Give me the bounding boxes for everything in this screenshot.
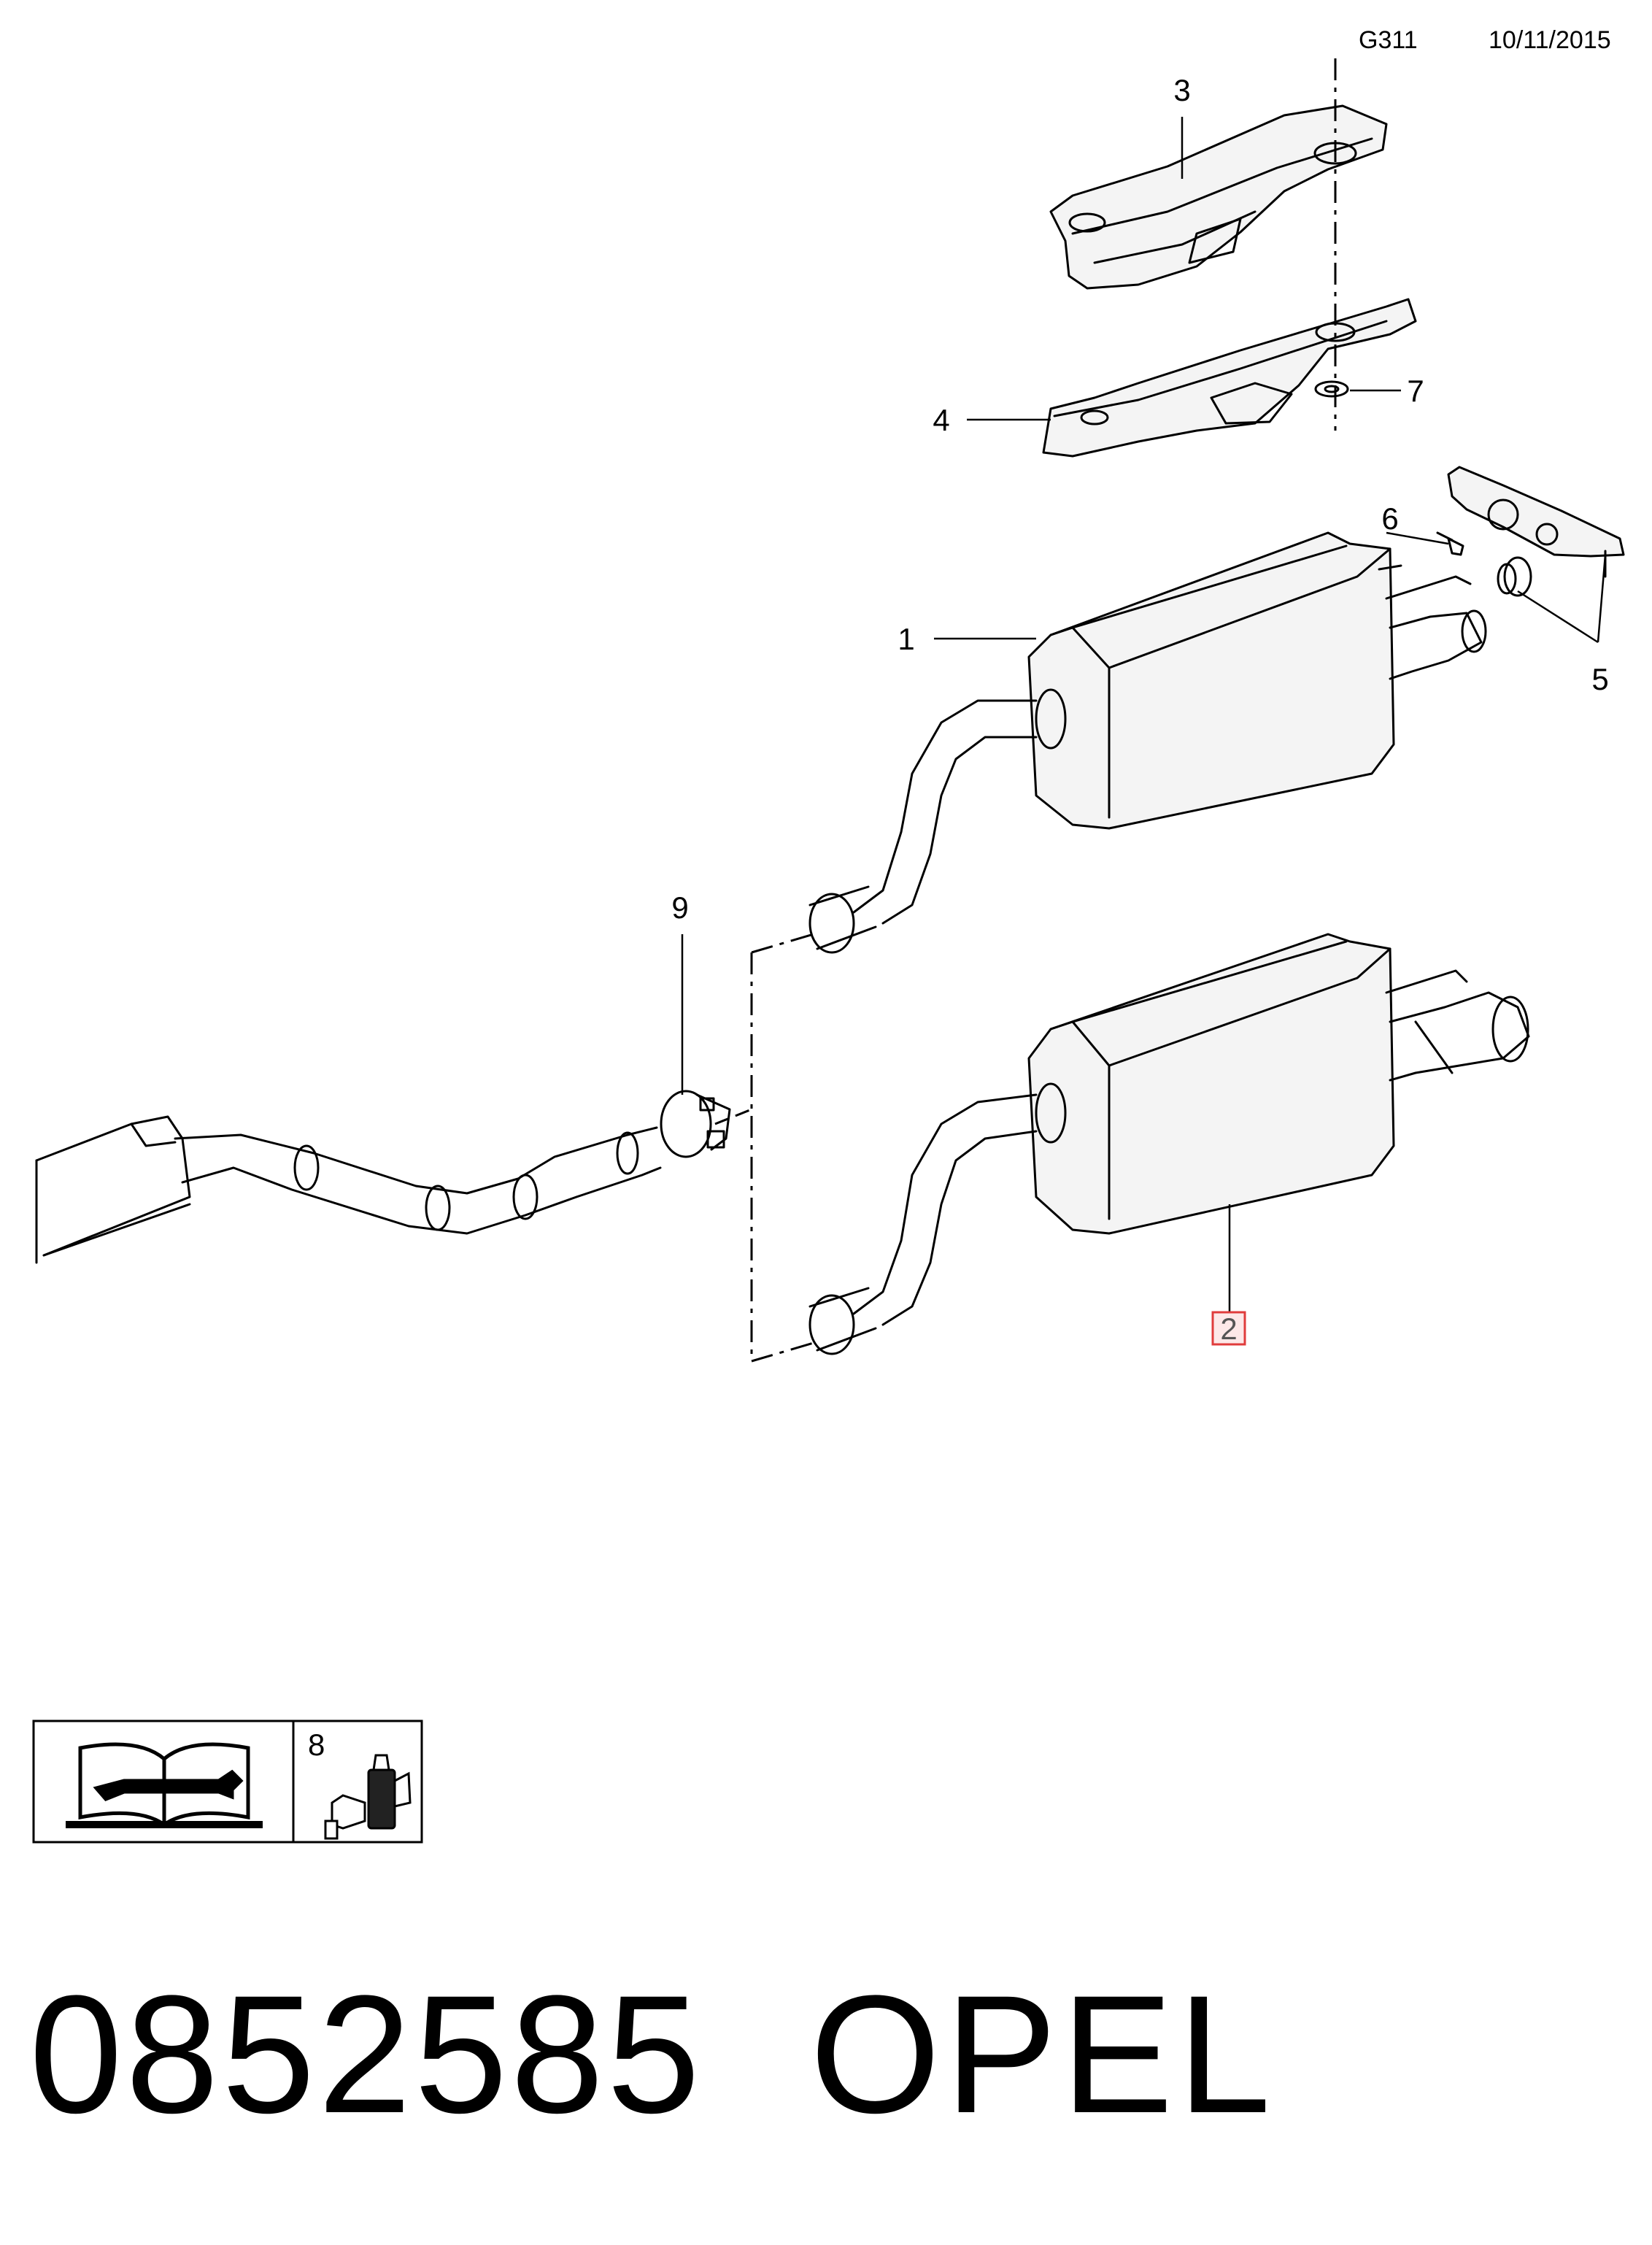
sealant-bottle-icon xyxy=(324,1754,412,1840)
callout-7[interactable]: 7 xyxy=(1407,374,1424,408)
callout-5[interactable]: 5 xyxy=(1591,662,1608,696)
part-number: 0852585 xyxy=(29,1960,703,2148)
bolt-part-6[interactable] xyxy=(1436,531,1464,556)
heat-shield-upper[interactable] xyxy=(1049,104,1388,290)
heat-shield-lower[interactable] xyxy=(1042,298,1417,458)
callout-4[interactable]: 4 xyxy=(933,403,949,437)
callout-3[interactable]: 3 xyxy=(1173,73,1190,107)
legend-box xyxy=(32,1720,423,1844)
rear-muffler-part-1[interactable] xyxy=(808,531,1487,954)
callout-6[interactable]: 6 xyxy=(1381,501,1398,536)
callout-9[interactable]: 9 xyxy=(671,890,688,925)
legend-ref-8: 8 xyxy=(308,1728,325,1762)
repair-manual-icon xyxy=(66,1742,263,1828)
diagram-date: 10/11/2015 xyxy=(1489,26,1611,54)
rear-muffler-part-2[interactable] xyxy=(808,933,1530,1355)
mounting-bracket-part-5[interactable] xyxy=(1447,466,1625,597)
callout-1[interactable]: 1 xyxy=(898,622,914,656)
nut-part-7[interactable] xyxy=(1314,380,1349,398)
front-exhaust-pipe xyxy=(35,1115,662,1264)
pipe-clamp-part-9[interactable] xyxy=(660,1090,731,1158)
brand-name: OPEL xyxy=(810,1960,1275,2148)
callout-2[interactable]: 2 xyxy=(1220,1312,1237,1346)
diagram-code: G311 xyxy=(1359,26,1418,54)
callout-2-highlight[interactable]: 2 xyxy=(1211,1311,1246,1346)
